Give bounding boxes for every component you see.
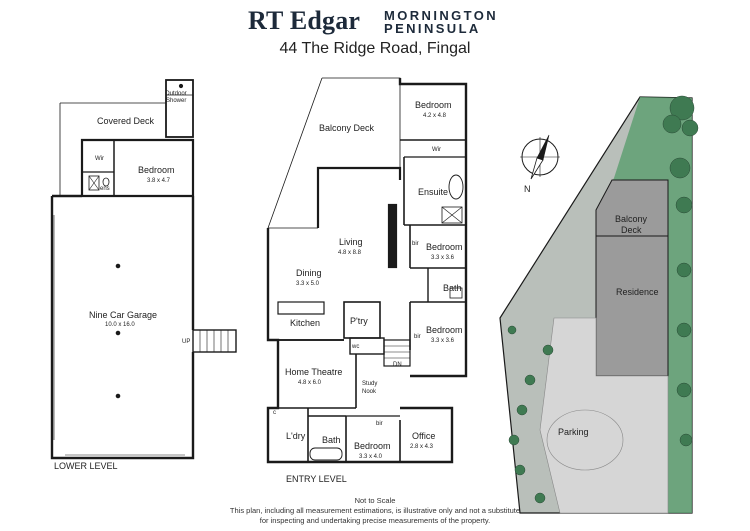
label-lower-bedroom-dim: 3.8 x 4.7 — [147, 178, 171, 184]
label-up: UP — [182, 339, 190, 345]
label-parking: Parking — [558, 427, 589, 437]
label-bir-3: bir — [376, 421, 383, 427]
label-study-2: Nook — [362, 389, 377, 395]
label-garage: Nine Car Garage — [89, 310, 157, 320]
label-bedroom-2: Bedroom — [426, 242, 463, 252]
label-bedroom-3-dim: 3.3 x 3.6 — [431, 338, 455, 344]
region-line-1: MORNINGTON — [384, 8, 499, 23]
label-site-balcony-2: Deck — [621, 225, 642, 235]
label-outdoor-shower-2: Shower — [166, 98, 186, 104]
label-bedroom-1: Bedroom — [415, 100, 452, 110]
label-dn: DN — [393, 362, 402, 368]
label-lower-wir: Wir — [95, 156, 104, 162]
disclaimer-line-1: This plan, including all measurement est… — [229, 506, 521, 515]
label-bedroom-3: Bedroom — [426, 325, 463, 335]
label-residence: Residence — [616, 287, 659, 297]
tree-group — [507, 95, 699, 504]
label-balcony-deck: Balcony Deck — [319, 123, 375, 133]
label-wc: wc — [351, 344, 359, 350]
site-plan — [499, 95, 699, 514]
label-office: Office — [412, 431, 435, 441]
label-bedroom-1-dim: 4.2 x 4.8 — [423, 113, 447, 119]
entry-level-title: ENTRY LEVEL — [286, 474, 347, 484]
brand-logo-text: RT Edgar — [248, 6, 361, 35]
label-study-1: Study — [362, 381, 377, 387]
label-dining: Dining — [296, 268, 322, 278]
label-kitchen: Kitchen — [290, 318, 320, 328]
entry-level-plan — [266, 77, 468, 464]
label-garage-dim: 10.0 x 16.0 — [105, 322, 135, 328]
north-compass — [520, 134, 560, 180]
label-bedroom-2-dim: 3.3 x 3.6 — [431, 255, 455, 261]
label-north: N — [524, 184, 531, 194]
property-address: 44 The Ridge Road, Fingal — [279, 40, 471, 57]
label-lower-ens: ens — [100, 186, 110, 192]
label-pantry: P'try — [350, 316, 368, 326]
label-dining-dim: 3.3 x 5.0 — [296, 281, 320, 287]
label-laundry: L'dry — [286, 431, 306, 441]
label-office-dim: 2.8 x 4.3 — [410, 444, 434, 450]
not-to-scale-note: Not to Scale — [354, 496, 396, 505]
label-bath-2: Bath — [322, 435, 341, 445]
label-bath-1: Bath — [443, 283, 462, 293]
lower-level-plan — [50, 79, 237, 460]
label-ensuite: Ensuite — [418, 187, 448, 197]
label-bedroom-4-dim: 3.3 x 4.0 — [359, 454, 383, 460]
region-line-2: PENINSULA — [384, 21, 481, 36]
label-living-dim: 4.8 x 8.8 — [338, 250, 362, 256]
label-outdoor-shower-1: Outdoor — [165, 91, 187, 97]
label-home-theatre-dim: 4.8 x 6.0 — [298, 380, 322, 386]
disclaimer-line-2: for inspecting and undertaking precise m… — [259, 516, 491, 525]
label-covered-deck: Covered Deck — [97, 116, 155, 126]
label-living: Living — [339, 237, 363, 247]
label-c: c — [273, 410, 276, 416]
label-home-theatre: Home Theatre — [285, 367, 342, 377]
label-bir-1: bir — [412, 241, 419, 247]
lower-level-title: LOWER LEVEL — [54, 461, 118, 471]
label-lower-bedroom: Bedroom — [138, 165, 175, 175]
label-bedroom-4: Bedroom — [354, 441, 391, 451]
residence-footprint — [595, 235, 669, 377]
label-site-balcony-1: Balcony — [615, 214, 648, 224]
label-bir-2: bir — [414, 334, 421, 340]
label-entry-wir: Wir — [432, 147, 441, 153]
